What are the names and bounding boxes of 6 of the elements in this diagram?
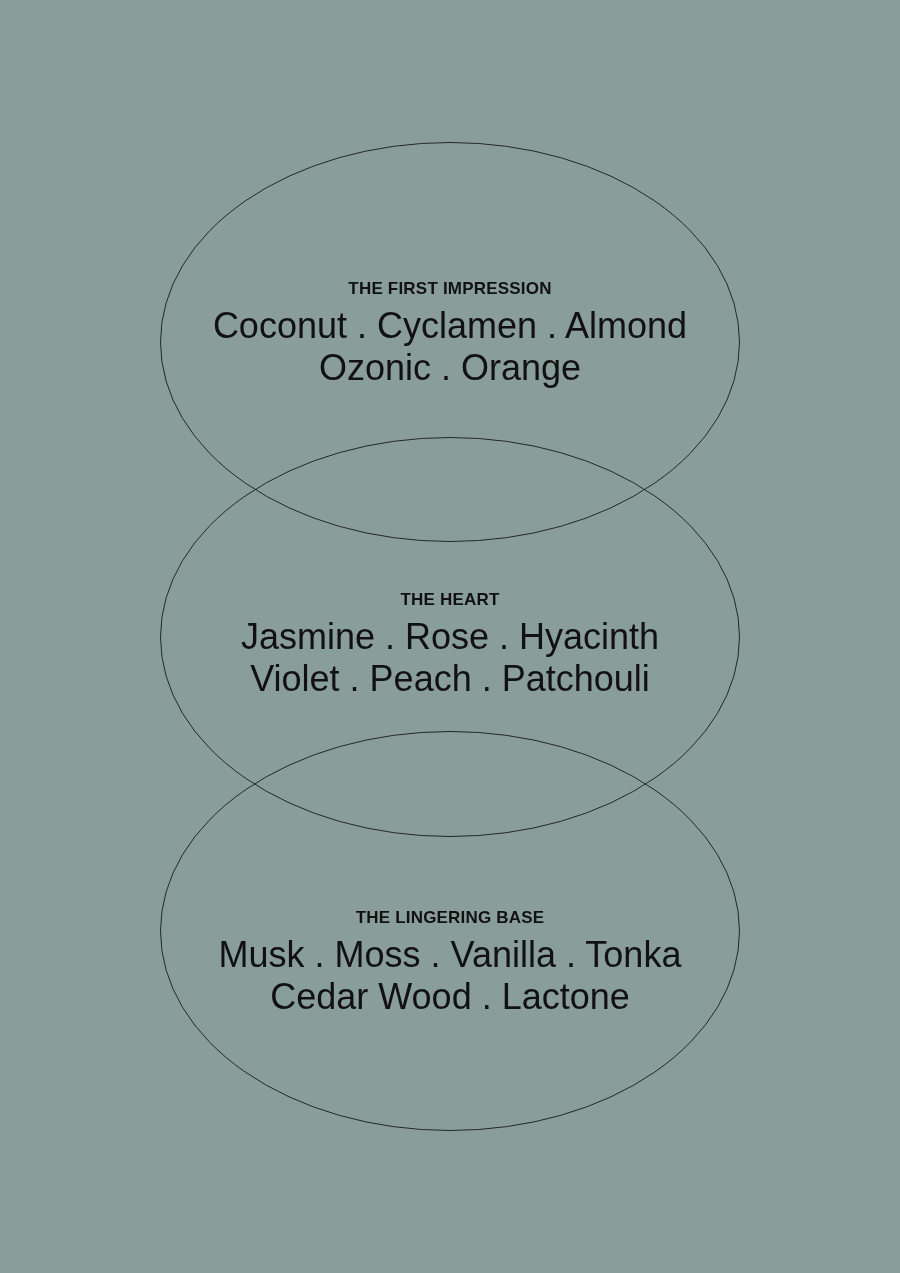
section-heading: THE FIRST IMPRESSION — [348, 278, 552, 300]
note-list: Musk . Moss . Vanilla . Tonka Cedar Wood . Lactone — [200, 934, 700, 1018]
note-list: Jasmine . Rose . Hyacinth Violet . Peach . Patchouli — [210, 616, 690, 700]
section-heading: THE HEART — [400, 589, 500, 611]
note-list: Coconut . Cyclamen . Almond Ozonic . Orange — [200, 305, 700, 389]
section-heading: THE LINGERING BASE — [355, 907, 545, 929]
